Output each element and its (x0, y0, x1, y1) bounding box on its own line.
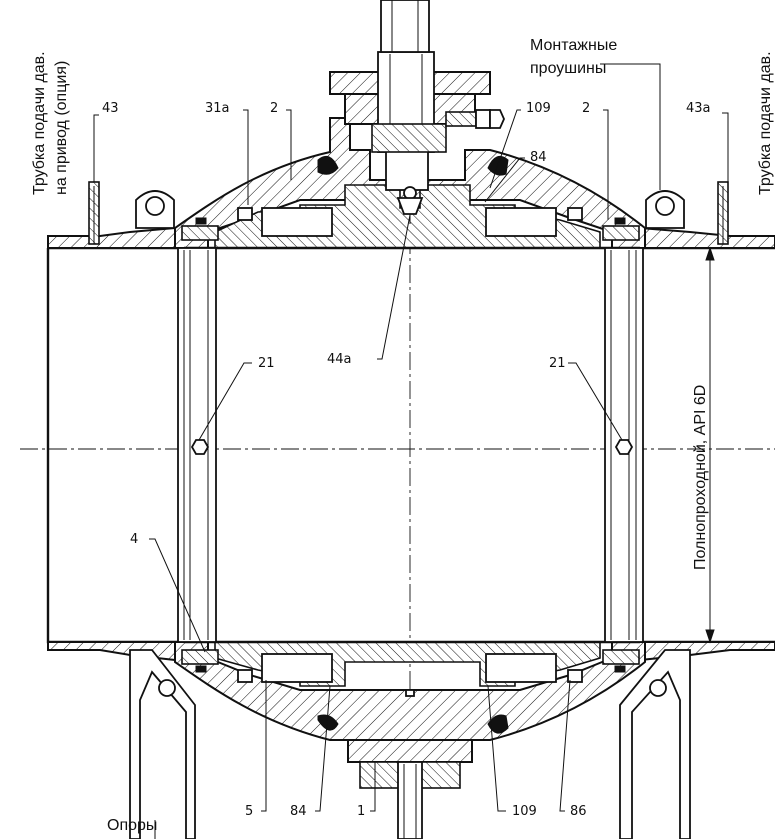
callout-21-left: 21 (258, 356, 275, 371)
leader-lines (93, 63, 729, 839)
tube-label-right: Трубка подачи дав. (757, 51, 774, 195)
lugs-label-line2: проушины (530, 60, 606, 77)
callout-84-bottom: 84 (290, 804, 307, 819)
left-pipe-end (46, 226, 184, 662)
full-bore-label: Полнопроходной, API 6D (692, 385, 709, 570)
weld-beads (317, 155, 509, 734)
bolts (237, 207, 583, 683)
right-top-lug (645, 190, 685, 229)
supports-label: Опоры (107, 817, 157, 834)
callout-44a: 44a (327, 352, 352, 367)
callout-1: 1 (357, 804, 365, 819)
grease-fitting (445, 109, 505, 129)
left-plug-hex (190, 439, 210, 455)
callout-4: 4 (130, 532, 138, 547)
callout-2-right: 2 (582, 101, 590, 116)
right-plug-hex (614, 439, 634, 455)
right-support (619, 649, 691, 839)
callout-84-top: 84 (530, 150, 547, 165)
bottom-trunnion (347, 689, 473, 839)
callout-43: 43 (102, 101, 119, 116)
top-flange (329, 51, 491, 224)
callout-2-left: 2 (270, 101, 278, 116)
tube-label-left-line2: на привод (опция) (53, 61, 70, 195)
left-support (129, 649, 196, 839)
callout-109-bottom: 109 (512, 804, 537, 819)
full-bore-dimension (705, 246, 715, 644)
left-top-lug (135, 190, 175, 229)
right-pressure-tube (717, 181, 729, 245)
callout-21-right: 21 (549, 356, 566, 371)
callout-86: 86 (570, 804, 587, 819)
tube-label-left-line1: Трубка подачи дав. (31, 51, 48, 195)
lugs-label-line1: Монтажные (530, 37, 617, 54)
callout-5: 5 (245, 804, 253, 819)
left-pressure-tube (88, 181, 100, 245)
callout-31a: 31a (205, 101, 230, 116)
callout-109-top: 109 (526, 101, 551, 116)
stem-top (380, 0, 430, 53)
callout-43a: 43a (686, 101, 711, 116)
